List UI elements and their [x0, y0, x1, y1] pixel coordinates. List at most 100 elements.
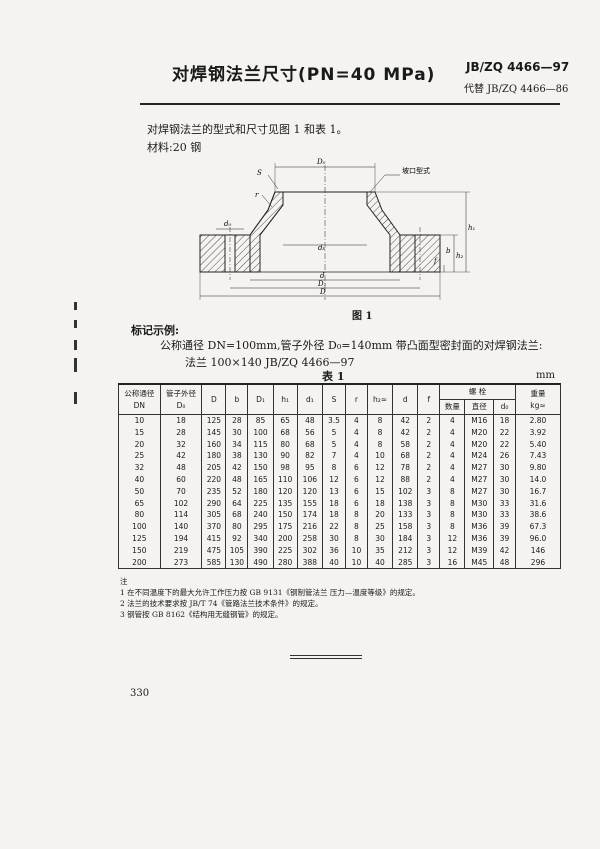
header-d: d — [392, 383, 419, 415]
table-cell: 20 — [366, 509, 394, 522]
table-cell: 340 — [247, 532, 274, 545]
table-cell: 4 — [344, 414, 368, 427]
margin-mark — [74, 340, 77, 350]
table-cell: 146 — [514, 544, 562, 557]
table-cell: 92 — [225, 532, 249, 545]
material-text: 材料:20 钢 — [147, 141, 202, 154]
table-cell: 22 — [493, 438, 516, 451]
table-cell: 31.6 — [514, 497, 562, 510]
standard-code: JB/ZQ 4466—97 — [466, 60, 570, 74]
table-cell: 3 — [417, 544, 441, 557]
note-item: 1 在不同温度下的最大允许工作压力按 GB 9131《钢制管法兰 压力—温度等级… — [120, 588, 420, 597]
example-heading: 标记示例: — [131, 324, 180, 337]
label-d: d — [320, 272, 325, 280]
table-cell: 8 — [344, 509, 368, 522]
table-cell: 85 — [247, 414, 274, 427]
table-cell: 68 — [225, 509, 249, 522]
table-cell: 180 — [201, 450, 227, 463]
table-cell: 305 — [201, 509, 227, 522]
table-cell: 184 — [392, 532, 419, 545]
header-D1: D₁ — [247, 383, 274, 415]
table-cell: 28 — [225, 414, 249, 427]
table-cell: 2 — [417, 414, 441, 427]
header-f: f — [417, 383, 441, 415]
margin-mark — [74, 320, 77, 328]
right-flange-hatch — [414, 234, 441, 273]
header-h1: h₁ — [272, 383, 298, 415]
table-cell: 9.80 — [514, 462, 562, 474]
table-cell: 16 — [439, 556, 466, 570]
table-cell: 4 — [344, 426, 368, 439]
note-item: 2 法兰的技术要求按 JB/T 74《管路法兰技术条件》的规定。 — [120, 599, 323, 608]
notes-section: 注 1 在不同温度下的最大允许工作压力按 GB 9131《钢制管法兰 压力—温度… — [120, 576, 560, 620]
table-cell: 65 — [118, 497, 161, 510]
table-title: 表 1 — [322, 370, 345, 383]
table-cell: 102 — [159, 497, 203, 510]
table-cell: 14.0 — [514, 473, 562, 486]
table-cell: 2 — [417, 473, 441, 486]
table-cell: M45 — [464, 556, 494, 570]
table-cell: 4 — [439, 450, 466, 463]
table-cell: 3.92 — [514, 426, 562, 439]
label-bevel: 坡口型式 — [402, 166, 430, 175]
table-cell: 219 — [159, 544, 203, 557]
table-cell: 3 — [417, 521, 441, 533]
table-cell: 52 — [225, 485, 249, 498]
label-D1: D₁ — [317, 280, 327, 288]
table-cell: 145 — [201, 426, 227, 439]
table-cell: 175 — [272, 521, 298, 533]
table-cell: 140 — [159, 521, 203, 533]
table-cell: 158 — [392, 521, 419, 533]
table-cell: 3 — [417, 497, 441, 510]
table-cell: 80 — [118, 509, 161, 522]
table-cell: 120 — [296, 485, 323, 498]
table-cell: 135 — [272, 497, 298, 510]
table-cell: 200 — [272, 532, 298, 545]
table-cell: 12 — [366, 462, 394, 474]
table-cell: 8 — [344, 521, 368, 533]
table-cell: 174 — [296, 509, 323, 522]
table-cell: 30 — [225, 426, 249, 439]
table-cell: 155 — [296, 497, 323, 510]
table-cell: 42 — [392, 426, 419, 439]
table-cell: 30 — [493, 473, 516, 486]
table-cell: 258 — [296, 532, 323, 545]
table-cell: 33 — [493, 497, 516, 510]
table-cell: 115 — [247, 438, 274, 451]
table-cell: 4 — [439, 426, 466, 439]
table-cell: 150 — [247, 462, 274, 474]
label-dk: dₖ — [318, 244, 325, 252]
example-mark: 法兰 100×140 JB/ZQ 4466—97 — [185, 356, 355, 369]
table-cell: 90 — [272, 450, 298, 463]
table-cell: 33 — [493, 509, 516, 522]
table-cell: 25 — [366, 521, 394, 533]
table-cell: 5.40 — [514, 438, 562, 451]
table-cell: 390 — [247, 544, 274, 557]
margin-mark — [74, 302, 77, 310]
table-cell: 6 — [344, 462, 368, 474]
table-cell: 130 — [225, 556, 249, 570]
table-cell: 40 — [118, 473, 161, 486]
table-cell: 6 — [344, 497, 368, 510]
table-cell: 22 — [321, 521, 346, 533]
margin-mark — [74, 358, 77, 372]
table-cell: M16 — [464, 414, 494, 427]
table-cell: 8 — [366, 414, 394, 427]
table-cell: 4 — [439, 438, 466, 451]
table-cell: M39 — [464, 544, 494, 557]
table-cell: 20 — [118, 438, 161, 451]
table-cell: 95 — [296, 462, 323, 474]
table-cell: 12 — [366, 473, 394, 486]
table-cell: 8 — [321, 462, 346, 474]
table-cell: 50 — [118, 485, 161, 498]
page-title: 对焊钢法兰尺寸(PN=40 MPa) — [172, 65, 436, 85]
table-cell: 70 — [159, 485, 203, 498]
table-cell: 10 — [118, 414, 161, 427]
table-cell: 32 — [159, 438, 203, 451]
table-cell: M24 — [464, 450, 494, 463]
table-cell: 16.7 — [514, 485, 562, 498]
table-cell: 2 — [417, 450, 441, 463]
table-cell: 302 — [296, 544, 323, 557]
